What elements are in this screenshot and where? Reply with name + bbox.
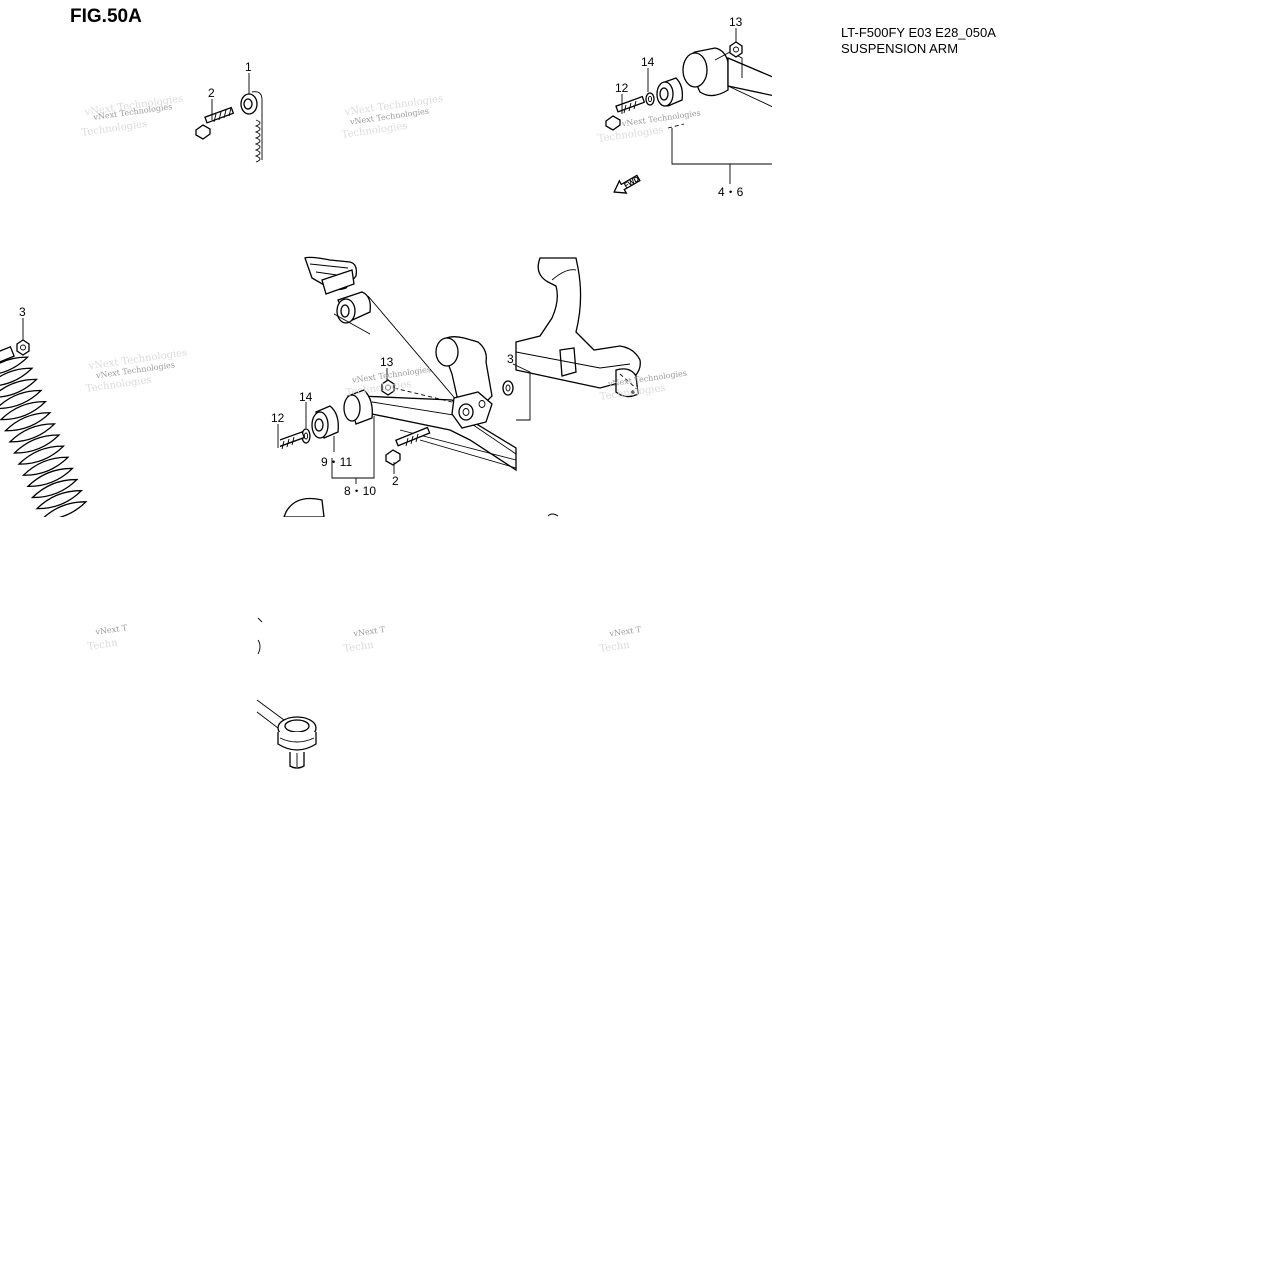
- bolt-part-2-top: [195, 106, 235, 140]
- bushing-part-8-10: [343, 389, 373, 425]
- ball-joint: [277, 716, 317, 769]
- svg-text:Techn: Techn: [343, 640, 375, 655]
- callout-12-mid: 12: [271, 411, 285, 425]
- callout-3-mid: 3: [507, 352, 514, 366]
- callout-1: 1: [245, 60, 252, 74]
- nut-part-13-top: [729, 41, 743, 58]
- svg-text:FWD: FWD: [623, 176, 640, 190]
- diagram-title: SUSPENSION ARM: [841, 41, 958, 56]
- bolt-part-12-mid: [280, 431, 306, 450]
- tie-rod-arm-upper: [256, 699, 285, 721]
- tie-rod-edge-1: [257, 617, 263, 623]
- callout-14-top: 14: [641, 55, 655, 69]
- callout-3-left: 3: [19, 305, 26, 319]
- model-code: LT-F500FY E03 E28_050A: [841, 25, 996, 40]
- tie-rod-arm-lower: [256, 711, 279, 729]
- shock-absorber-group: 3: [0, 305, 88, 517]
- callout-2-top: 2: [208, 86, 215, 100]
- washer-part-3-mid: [502, 380, 514, 396]
- bolt-part-12-top: [605, 95, 646, 131]
- lower-mount-partial: [283, 497, 325, 517]
- center-callouts: 13 3 14 12 9・11 8・10 2: [271, 352, 531, 498]
- leader-bracket-8-10: [331, 416, 375, 479]
- figure-number: FIG.50A: [70, 6, 142, 27]
- shock-eye-part-1: [240, 91, 263, 160]
- callout-2-mid: 2: [392, 474, 399, 488]
- suspension-arm-assembly: [280, 256, 641, 517]
- collar-part-9-11: [311, 405, 339, 439]
- shock-top-coil: [255, 119, 261, 163]
- callout-9-11: 9・11: [321, 455, 352, 469]
- callout-4-6: 4・6: [718, 185, 744, 199]
- shock-top-eye-group: 1 2: [195, 60, 263, 163]
- svg-text:Technologies: Technologies: [81, 119, 148, 139]
- svg-text:vNext T: vNext T: [608, 625, 642, 639]
- washer-part-14-top: [645, 92, 655, 106]
- bushing-part-4-6: [656, 77, 684, 107]
- callout-13-mid: 13: [380, 355, 394, 369]
- shock-lower-mount: [304, 256, 371, 324]
- arm-pivot-detail: 13 14 12 4・6 FWD: [605, 15, 772, 199]
- svg-text:Technologies: Technologies: [597, 125, 664, 145]
- forward-arrow-icon: FWD: [613, 174, 641, 194]
- svg-text:Techn: Techn: [599, 640, 631, 655]
- lower-arm-body: [358, 336, 517, 472]
- svg-text:Technologies: Technologies: [85, 375, 152, 395]
- svg-text:Techn: Techn: [87, 638, 119, 653]
- frame-tube: [515, 257, 641, 398]
- callout-8-10: 8・10: [344, 484, 376, 498]
- leader-bracket-3-mid: [512, 363, 531, 421]
- tie-rod-end-group: [256, 617, 317, 769]
- leader-bracket-4-6: [671, 128, 772, 165]
- bolt-part-2-mid: [385, 426, 431, 466]
- shock-coil-spring: [0, 356, 88, 517]
- nut-part-3-left: [16, 339, 30, 356]
- assembly-dash-top: [667, 123, 685, 129]
- svg-text:vNext T: vNext T: [94, 623, 128, 637]
- nut-part-13-mid: [381, 379, 395, 396]
- tie-rod-edge-2: [257, 639, 261, 655]
- callout-14-mid: 14: [299, 390, 313, 404]
- assembly-dash-mid: [393, 387, 453, 403]
- callout-13-top: 13: [729, 15, 743, 29]
- mount-leader-2: [367, 295, 459, 403]
- arm-edge-partial: [547, 513, 559, 517]
- callout-12-top: 12: [615, 81, 629, 95]
- mount-leader-1: [333, 313, 371, 335]
- svg-text:vNext T: vNext T: [352, 625, 386, 639]
